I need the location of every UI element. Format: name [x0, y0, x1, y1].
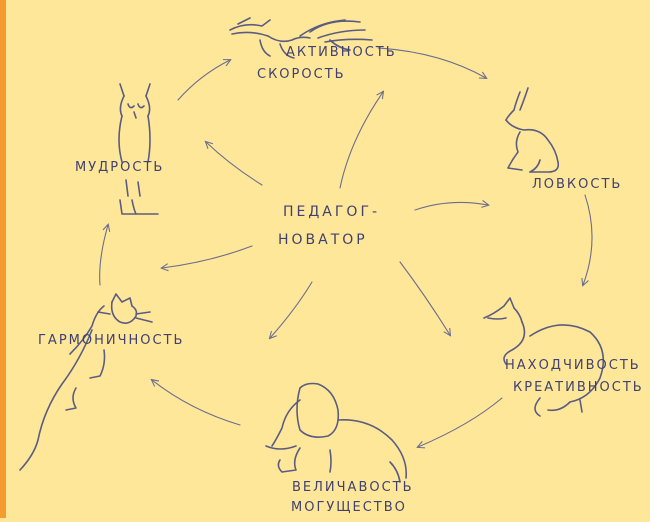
arrow-grandeur-to-harmony	[152, 380, 241, 426]
center-arrows	[162, 92, 488, 338]
arrow-harmony-to-wisdom	[99, 225, 108, 286]
owl-icon	[118, 83, 159, 215]
center-label-line2: НОВАТОР	[278, 232, 368, 248]
label-activity: АКТИВНОСТЬ	[286, 45, 397, 60]
arrow-center-to-agility	[414, 202, 488, 211]
cycle-arrows	[99, 47, 593, 447]
cat-icon	[19, 293, 153, 471]
arrow-center-to-wisdom	[206, 142, 263, 186]
label-resourcefulness: НАХОДЧИВОСТЬ	[505, 358, 641, 373]
left-edge-strip	[0, 0, 6, 518]
center-label-line1: ПЕДАГОГ-	[283, 204, 381, 220]
label-agility: ЛОВКОСТЬ	[532, 177, 623, 192]
label-harmony: ГАРМОНИЧНОСТЬ	[38, 333, 185, 348]
elephant-icon	[265, 382, 408, 483]
arrow-center-to-harmony	[162, 245, 253, 268]
arrow-center-to-activity	[339, 92, 383, 189]
arrow-center-to-grandeur	[270, 281, 313, 338]
fox-icon	[483, 297, 605, 417]
label-power: МОГУЩЕСТВО	[291, 500, 407, 515]
arrow-agility-to-resourcefulness	[583, 194, 593, 285]
arrow-center-to-resourcefulness	[399, 261, 450, 335]
arrow-activity-to-agility	[377, 47, 486, 78]
hare-icon	[505, 87, 560, 173]
label-speed: СКОРОСТЬ	[257, 67, 346, 82]
bird-icon	[229, 17, 373, 59]
arrow-wisdom-to-activity	[177, 60, 230, 101]
label-creativity: КРЕАТИВНОСТЬ	[513, 380, 644, 395]
label-wisdom: МУДРОСТЬ	[75, 160, 165, 175]
label-grandeur: ВЕЛИЧАВОСТЬ	[292, 480, 414, 495]
arrow-resourcefulness-to-grandeur	[418, 397, 503, 447]
